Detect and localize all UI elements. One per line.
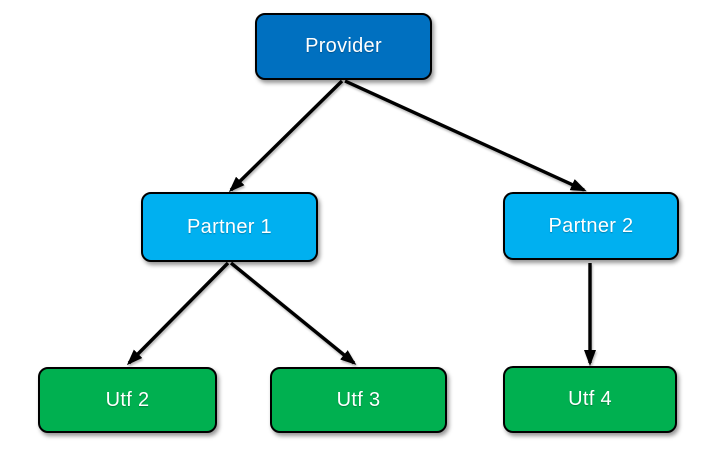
node-partner-1: Partner 1 (141, 192, 318, 262)
edge-partner1-to-utf3-arrow (229, 261, 357, 365)
edge-provider-to-partner2-arrow (344, 79, 587, 192)
node-utf-4: Utf 4 (503, 366, 677, 433)
node-provider: Provider (255, 13, 432, 80)
node-utf-4-label: Utf 4 (568, 388, 612, 410)
edge-provider-to-partner1-arrow (228, 79, 344, 193)
node-partner-1-label: Partner 1 (187, 215, 272, 238)
node-provider-label: Provider (305, 35, 382, 57)
node-utf-3-label: Utf 3 (336, 388, 381, 411)
edge-partner1-to-utf2-arrow (126, 261, 230, 366)
node-partner-2-label: Partner 2 (548, 214, 634, 237)
node-partner-2: Partner 2 (503, 192, 679, 260)
node-utf-2-label: Utf 2 (105, 388, 150, 411)
node-utf-3: Utf 3 (270, 367, 447, 433)
node-utf-2: Utf 2 (38, 367, 217, 433)
